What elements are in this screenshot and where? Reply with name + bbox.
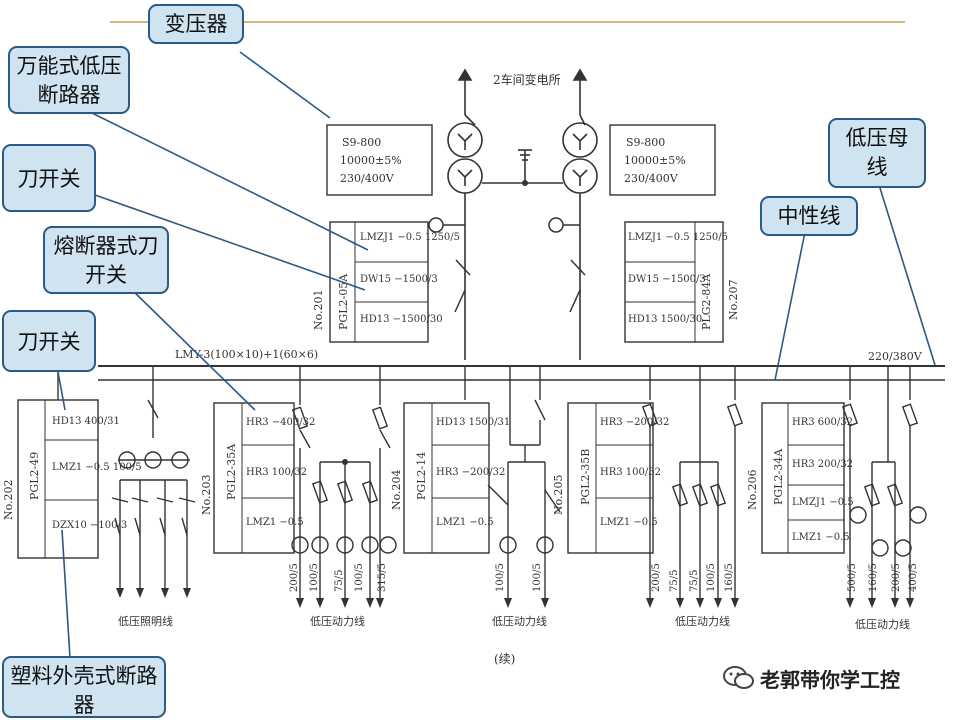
- power-feeder-203-arrows: [296, 598, 384, 608]
- callout-pointers: [57, 51, 936, 659]
- callout-knife-switch-top: 刀开关: [2, 144, 96, 212]
- rating-203-5: 315/5: [377, 563, 388, 592]
- panel-206-item-4: LMZ1 −0.5: [792, 532, 850, 543]
- rating-205-1: 200/5: [651, 563, 662, 592]
- rating-206-3: 200/5: [891, 563, 902, 592]
- feeder-name-203: 低压动力线: [310, 614, 365, 628]
- panel-204-item-1: HD13 1500/31: [436, 417, 510, 428]
- power-feeder-205: [641, 403, 744, 600]
- transformer-right-model: S9-800: [626, 136, 665, 149]
- power-feeder-205-arrows: [646, 598, 739, 608]
- panel-204-number: No.204: [390, 469, 403, 510]
- panel-205-item-1: HR3 −200/32: [600, 417, 669, 428]
- panel-202-item-2: LMZ1 −0.5 100/5: [52, 462, 142, 473]
- substation-title: 2车间变电所: [493, 72, 561, 87]
- panel-204-item-2: HR3 −200/32: [436, 467, 505, 478]
- transformer-right-box: [609, 124, 716, 196]
- panel-207-number: No.207: [727, 279, 740, 320]
- incoming-switchgear: [428, 217, 586, 313]
- panel-206-item-3: LMZJ1 −0.5: [792, 497, 854, 508]
- callout-acb: 万能式低压断路器: [8, 46, 130, 114]
- transformer-right-voltage: 230/400V: [624, 172, 679, 185]
- callout-lv-busbar: 低压母线: [828, 118, 926, 188]
- panel-203-type: PGL2-35A: [225, 443, 238, 500]
- rating-205-2: 75/5: [669, 570, 680, 592]
- feeder-name-206: 低压动力线: [855, 617, 910, 631]
- transformer-left-model: S9-800: [342, 136, 381, 149]
- panel-202-type: PGL2-49: [28, 452, 41, 500]
- transformer-left-box: [326, 124, 433, 196]
- diagram-caption: (续): [494, 652, 515, 666]
- panel-202-item-3: DZX10 −100/3: [52, 520, 127, 531]
- transformer-right-ratio: 10000±5%: [624, 154, 686, 167]
- panel-207-type: PLG2-84A: [700, 273, 713, 330]
- panel-201-item-3: HD13 −1500/30: [360, 314, 443, 325]
- rating-206-4: 400/5: [908, 563, 919, 592]
- panel-205-type: PGL2-35B: [579, 449, 592, 505]
- panel-202-number: No.202: [2, 479, 15, 520]
- rating-205-3: 75/5: [689, 570, 700, 592]
- panel-203-item-1: HR3 −400/32: [246, 417, 315, 428]
- panel-202-item-1: HD13 400/31: [52, 416, 120, 427]
- feeder-name-205: 低压动力线: [675, 614, 730, 628]
- transformer-symbols: [447, 122, 598, 360]
- panel-207: [624, 221, 724, 343]
- rating-204-2: 100/5: [532, 563, 543, 592]
- rating-204-1: 100/5: [495, 563, 506, 592]
- rating-205-5: 160/5: [724, 563, 735, 592]
- panel-207-item-3: HD13 1500/30: [628, 314, 702, 325]
- lighting-arrows: [116, 588, 191, 598]
- panel-206-item-2: HR3 200/32: [792, 459, 853, 470]
- callout-transformer: 变压器: [148, 4, 244, 44]
- feeder-panels: [17, 399, 845, 559]
- panel-203-number: No.203: [200, 474, 213, 515]
- panel-206-item-1: HR3 600/32: [792, 417, 853, 428]
- panel-201: [329, 221, 429, 343]
- panel-205-item-2: HR3 100/32: [600, 467, 661, 478]
- panel-204-item-3: LMZ1 −0.5: [436, 517, 494, 528]
- panel-207-item-2: DW15 −1500/3: [628, 274, 706, 285]
- power-feeder-206-arrows: [846, 598, 914, 608]
- panel-203-item-3: LMZ1 −0.5: [246, 517, 304, 528]
- rating-203-4: 100/5: [354, 563, 365, 592]
- panel-207-item-1: LMZJ1 −0.5 1250/5: [628, 232, 728, 243]
- power-feeder-204: [487, 399, 561, 600]
- callout-fuse-switch: 熔断器式刀开关: [43, 226, 169, 294]
- rating-203-3: 75/5: [334, 570, 345, 592]
- feeder-drops: [57, 366, 911, 462]
- watermark: 老郭带你学工控: [722, 662, 942, 696]
- transformer-left-ratio: 10000±5%: [340, 154, 402, 167]
- rating-206-1: 500/5: [847, 563, 858, 592]
- rating-203-2: 100/5: [309, 563, 320, 592]
- panel-206-number: No.206: [746, 469, 759, 510]
- watermark-text: 老郭带你学工控: [760, 668, 900, 692]
- rating-203-1: 200/5: [289, 563, 300, 592]
- wechat-icon: [723, 666, 754, 689]
- panel-205-item-3: LMZ1 −0.5: [600, 517, 658, 528]
- transformer-left-voltage: 230/400V: [340, 172, 395, 185]
- panel-201-item-2: DW15 −1500/3: [360, 274, 438, 285]
- callout-neutral: 中性线: [760, 196, 858, 236]
- panel-201-number: No.201: [312, 289, 325, 330]
- lighting-feeder: [111, 399, 196, 590]
- power-feeder-206: [841, 403, 927, 600]
- feeder-panel-dividers: [44, 400, 844, 558]
- panel-204-type: PGL2-14: [415, 452, 428, 500]
- callout-mccb: 塑料外壳式断路器: [2, 656, 166, 718]
- panel-201-type: PGL2-05A: [337, 273, 350, 330]
- panel-201-item-1: LMZJ1 −0.5 1250/5: [360, 232, 460, 243]
- power-feeder-204-arrows: [504, 598, 549, 608]
- callout-knife-switch-left: 刀开关: [2, 310, 96, 372]
- voltage-label: 220/380V: [868, 350, 923, 363]
- panel-203-item-2: HR3 100/32: [246, 467, 307, 478]
- panel-206-type: PGL2-34A: [772, 448, 785, 505]
- feeder-name-202: 低压照明线: [118, 614, 173, 628]
- bus-label: LMY-3(100×10)+1(60×6): [175, 348, 318, 361]
- hv-incoming: [457, 68, 588, 126]
- feeder-name-204: 低压动力线: [492, 614, 547, 628]
- rating-205-4: 100/5: [706, 563, 717, 592]
- rating-206-2: 160/5: [868, 563, 879, 592]
